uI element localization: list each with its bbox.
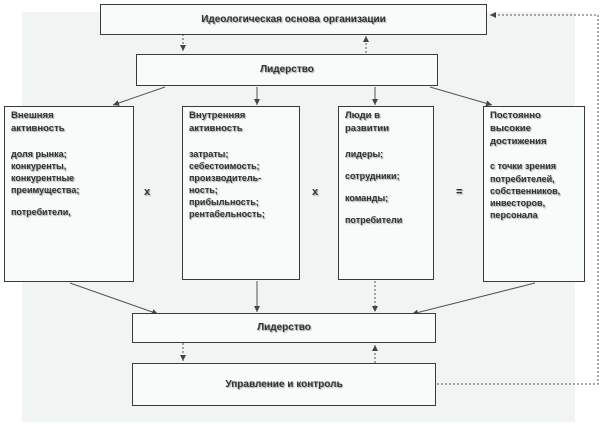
- list-item: прибыльность;: [189, 197, 259, 208]
- leadership-bottom-box: Лидерство: [132, 313, 436, 343]
- ideological-basis-box: Идеологическая основа организации: [100, 4, 487, 35]
- feedback-loop-line: [437, 12, 599, 385]
- management-control-box: Управление и контроль: [132, 363, 436, 406]
- list-item: себестоимость;: [189, 160, 260, 171]
- ideological-basis-label: Идеологическая основа организации: [201, 13, 386, 25]
- external-activity-title: Внешняя активность: [11, 110, 65, 134]
- internal-activity-box: Внутренняя активность затраты; себестоим…: [182, 106, 300, 280]
- equals-operator: =: [456, 186, 463, 198]
- multiply-operator-2: x: [312, 186, 319, 198]
- arrow-col1-to-leadership: [69, 282, 159, 315]
- management-control-label: Управление и контроль: [225, 378, 343, 390]
- multiply-operator-1: x: [144, 186, 151, 198]
- list-item: преимущества;: [11, 185, 80, 196]
- arrow-leadership-to-col1: [112, 86, 166, 106]
- people-development-title: Люди в развитии: [345, 110, 389, 134]
- leadership-top-box: Лидерство: [136, 54, 438, 86]
- internal-activity-title: Внутренняя активность: [189, 110, 246, 134]
- people-development-box: Люди в развитии лидеры; сотрудники; кома…: [338, 106, 434, 280]
- arrow-leadership-to-col4: [429, 86, 493, 107]
- high-achievements-title: Постоянно высокие достижения: [490, 110, 547, 147]
- list-item: конкуренты,: [11, 160, 67, 171]
- list-item: конкурентные: [11, 172, 75, 183]
- list-item: инвесторов,: [490, 197, 546, 208]
- list-item: сотрудники;: [345, 170, 400, 181]
- leadership-bottom-label: Лидерство: [257, 322, 311, 334]
- list-item: рентабельность;: [189, 209, 265, 220]
- arrow-col4-to-leadership: [411, 282, 536, 316]
- high-achievements-box: Постоянно высокие достижения с точки зре…: [483, 106, 585, 282]
- list-item: собственников,: [490, 185, 561, 196]
- external-activity-box: Внешняя активность доля рынка; конкурент…: [4, 106, 134, 282]
- list-item: производитель-: [189, 172, 262, 183]
- list-item: потребители: [345, 215, 403, 226]
- list-item: ность;: [189, 185, 218, 196]
- list-item: персонала: [490, 210, 538, 220]
- leadership-top-label: Лидерство: [260, 64, 314, 76]
- list-item: потребители,: [11, 207, 71, 218]
- list-item: потребителей,: [490, 173, 555, 184]
- list-item: затраты;: [189, 148, 229, 159]
- list-item: с точки зрения: [490, 161, 557, 172]
- list-item: лидеры;: [345, 148, 384, 159]
- list-item: команды;: [345, 192, 389, 203]
- list-item: доля рынка;: [11, 148, 67, 159]
